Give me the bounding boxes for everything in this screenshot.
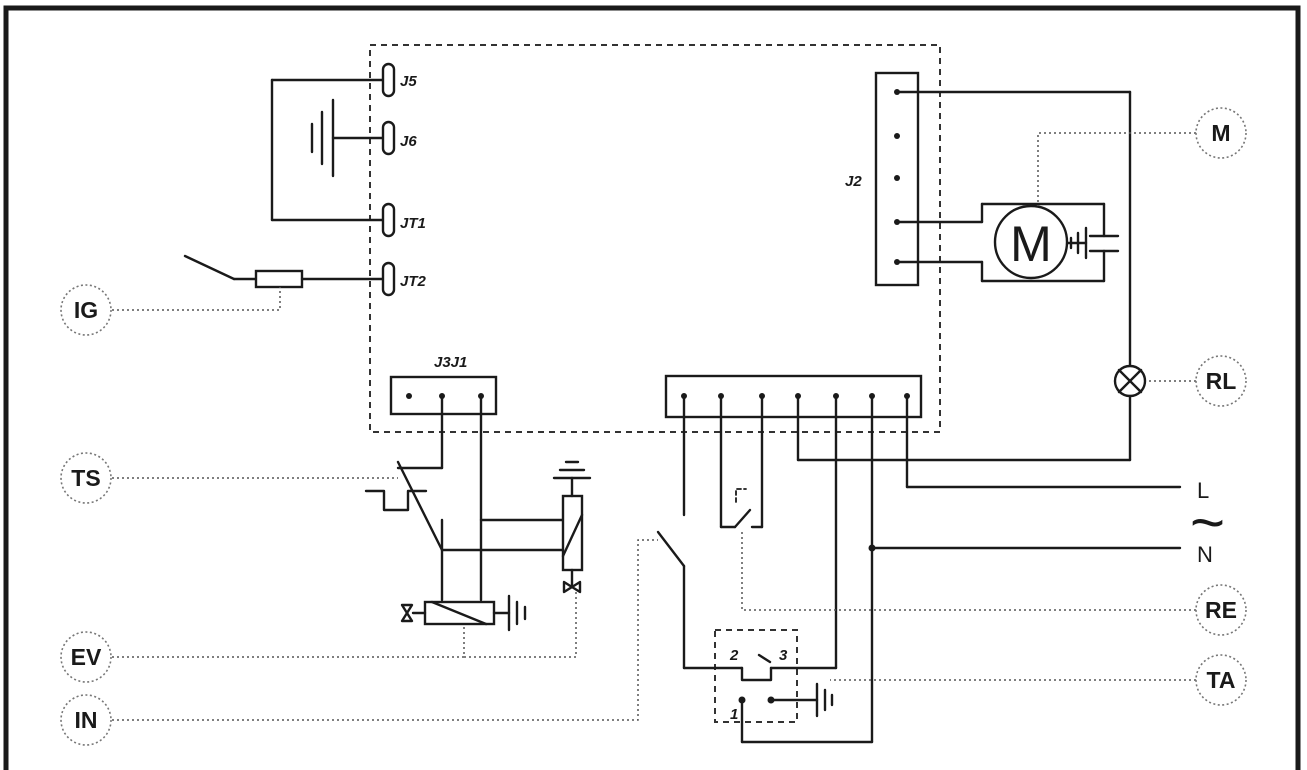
callout-ev-label: EV [71,644,102,670]
thermostat-terminal-1: 1 [730,706,738,723]
callout-ig: IG [60,284,112,336]
callout-in-label: IN [75,707,98,733]
supply-ac-symbol: ~ [1190,489,1225,556]
terminal-block [664,374,923,419]
callout-m-label: M [1211,120,1230,146]
connector-j6-label: J6 [400,133,417,150]
supply-neutral-label: N [1197,542,1213,567]
connector-jt2-plug [381,261,396,297]
room-thermostat-box [714,629,798,723]
gas-valve-section: J3J1 [364,354,592,632]
callout-re-label: RE [1205,597,1237,623]
leader-lines [112,132,1196,721]
motor-symbol [993,204,1069,280]
callout-m: M [1195,107,1247,159]
jumper-connectors: J5 J6 JT1 JT2 [183,62,427,297]
connector-j2-label: J2 [845,173,862,190]
thermostat-terminal-2: 2 [729,647,739,664]
connector-jt2-label: JT2 [400,273,427,290]
motor-section: J2 M [845,71,1132,368]
connector-j6-plug [381,120,396,156]
control-board [369,44,941,433]
callout-ts: TS [60,452,112,504]
connector-j5-plug [381,62,396,98]
terminal-block-section: 1 2 3 L ~ N [656,374,1225,744]
connector-jt1-plug [381,202,396,238]
callout-ta-label: TA [1207,667,1236,693]
callout-ev: EV [60,631,112,683]
connector-j2-block [874,71,920,287]
lamp-section [796,364,1147,462]
connector-jt1-label: JT1 [400,215,426,232]
callout-rl: RL [1195,355,1247,407]
diagram-frame [3,5,1301,770]
connector-j5-label: J5 [400,73,417,90]
motor-symbol-label: M [1010,216,1052,272]
callout-ts-label: TS [71,465,100,491]
callout-ta: TA [1195,654,1247,706]
supply-line-label: L [1197,478,1209,503]
callout-ig-label: IG [74,297,98,323]
callout-re: RE [1195,584,1247,636]
thermostat-terminal-3: 3 [779,647,788,664]
callout-rl-label: RL [1206,368,1237,394]
callout-in: IN [60,694,112,746]
connector-j3j1-label: J3J1 [434,354,467,371]
